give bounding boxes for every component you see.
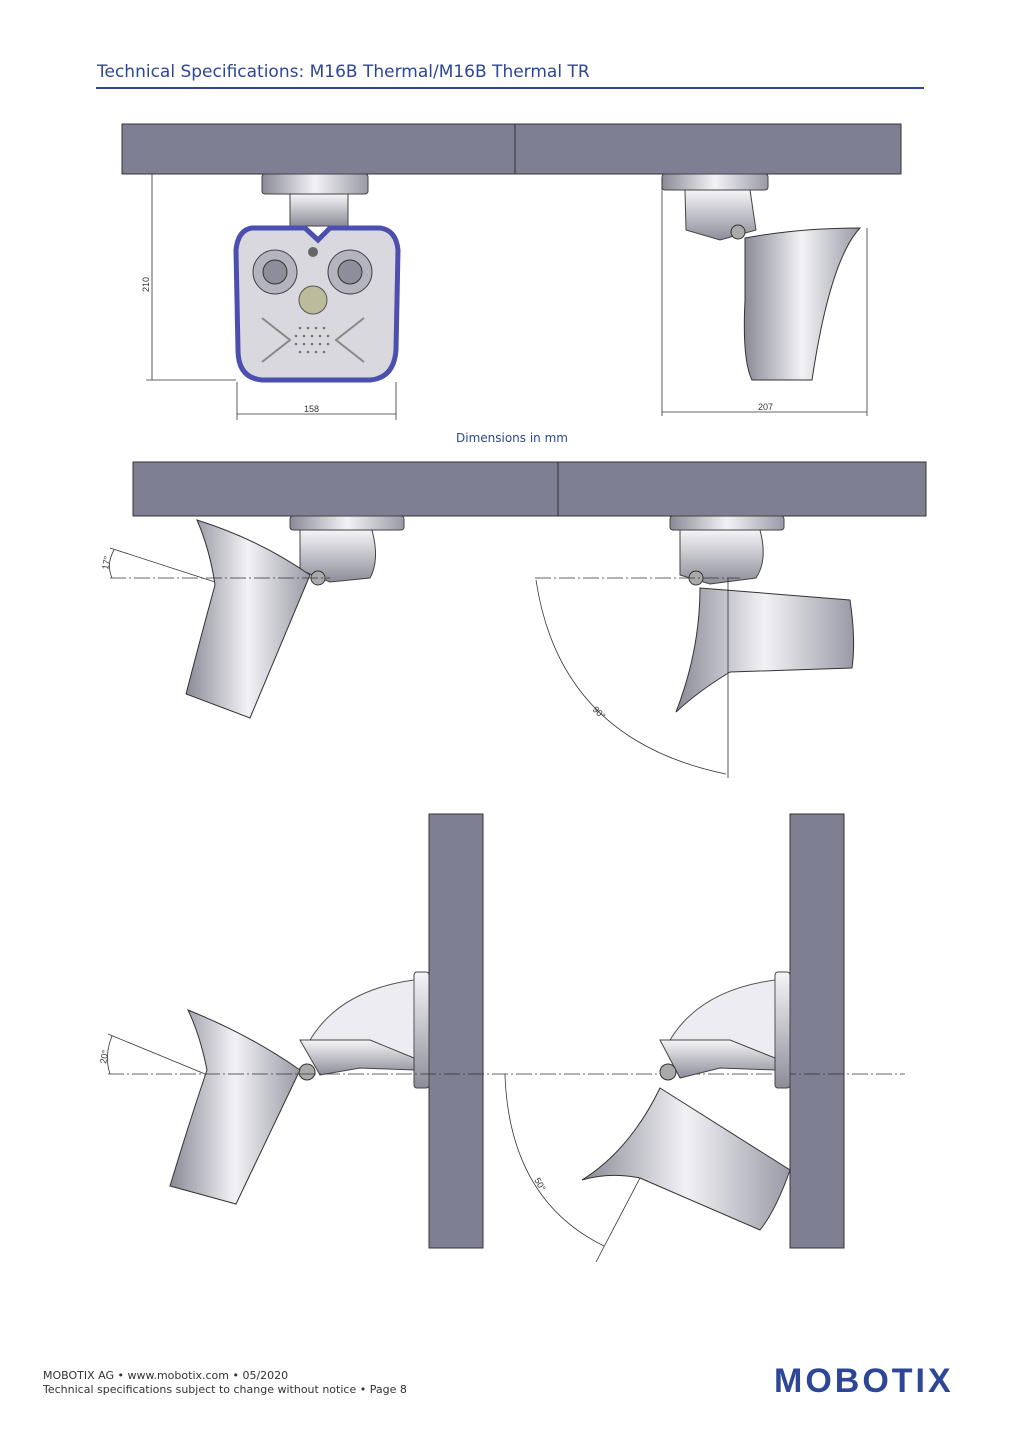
camera-side-view [661, 173, 862, 381]
ceiling-panel-tilt-down [557, 461, 927, 517]
angle-label-tilt-up-ceiling: 17° [100, 555, 112, 571]
angle-label-tilt-down-wall: 50° [532, 1176, 548, 1193]
dimension-width [236, 382, 397, 420]
camera-wall-tilt-up [169, 971, 430, 1205]
camera-wall-tilt-down [581, 971, 791, 1231]
camera-front-view [233, 173, 401, 383]
camera-ceiling-tilt-up [185, 515, 405, 719]
ceiling-panel-front [121, 123, 516, 175]
angle-guide-tilt-down-wall [504, 1074, 641, 1263]
angle-label-tilt-up-wall: 20° [98, 1049, 110, 1065]
header-divider [96, 87, 924, 89]
angle-guide-tilt-up-wall [107, 1033, 905, 1075]
wall-panel-right [789, 813, 845, 1249]
footer-notice-line: Technical specifications subject to chan… [43, 1383, 407, 1396]
page-title: Technical Specifications: M16B Thermal/M… [97, 62, 590, 82]
camera-ceiling-tilt-down [669, 515, 855, 713]
dimension-depth-label: 207 [758, 402, 773, 412]
mobotix-logo: MOBOTIX [774, 1362, 954, 1400]
dimension-height-label: 210 [141, 277, 151, 292]
dimension-height [146, 174, 236, 381]
footer: MOBOTIX AG • www.mobotix.com • 05/2020 T… [43, 1369, 407, 1397]
wall-panel-left [428, 813, 484, 1249]
footer-company-line: MOBOTIX AG • www.mobotix.com • 05/2020 [43, 1369, 289, 1382]
angle-guide-tilt-up-ceiling [109, 547, 330, 583]
ceiling-panel-side [514, 123, 902, 175]
angle-guide-tilt-down-ceiling [535, 577, 740, 778]
dimension-depth [661, 178, 868, 416]
dimension-width-label: 158 [304, 404, 319, 414]
drawing-caption: Dimensions in mm [456, 431, 568, 445]
ceiling-panel-tilt-up [132, 461, 559, 517]
angle-label-tilt-down-ceiling: 90° [591, 704, 608, 721]
